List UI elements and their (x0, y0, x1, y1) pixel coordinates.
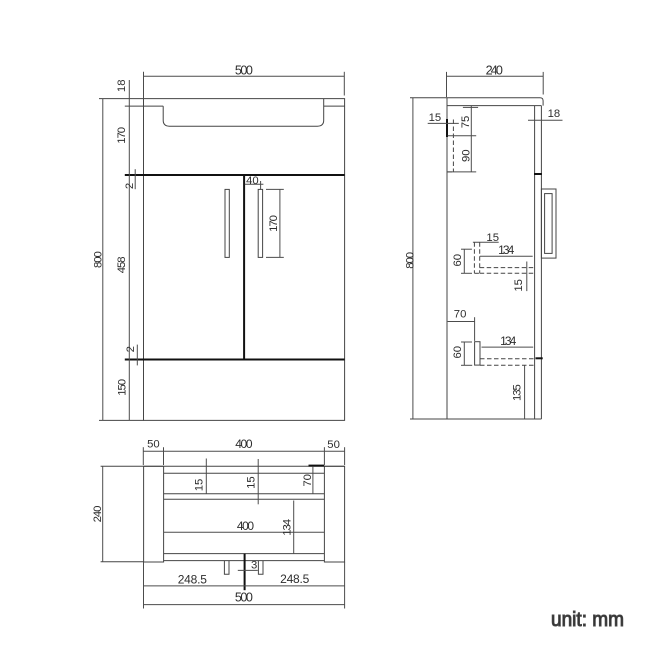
svg-text:134: 134 (498, 243, 515, 257)
svg-text:134: 134 (500, 334, 517, 348)
svg-text:70: 70 (454, 309, 467, 321)
svg-text:800: 800 (92, 251, 104, 268)
svg-text:70: 70 (302, 474, 314, 487)
svg-text:248.5: 248.5 (280, 572, 310, 586)
svg-text:500: 500 (235, 64, 253, 78)
svg-text:400: 400 (237, 519, 255, 533)
svg-text:170: 170 (268, 215, 280, 232)
svg-text:248.5: 248.5 (178, 573, 208, 587)
svg-text:400: 400 (235, 437, 253, 451)
svg-text:15: 15 (513, 279, 525, 292)
svg-text:500: 500 (235, 590, 253, 604)
svg-text:15: 15 (245, 476, 257, 489)
svg-text:240: 240 (486, 64, 503, 78)
svg-text:15: 15 (486, 232, 499, 244)
svg-text:135: 135 (511, 384, 523, 401)
svg-text:90: 90 (461, 149, 473, 162)
svg-text:15: 15 (194, 479, 206, 492)
svg-text:240: 240 (92, 506, 104, 523)
svg-text:60: 60 (452, 254, 464, 267)
svg-text:170: 170 (116, 127, 128, 144)
svg-text:2: 2 (125, 346, 137, 352)
svg-text:18: 18 (116, 80, 128, 93)
svg-text:458: 458 (116, 257, 128, 274)
svg-text:134: 134 (282, 519, 294, 536)
svg-text:3: 3 (251, 559, 257, 571)
svg-text:2: 2 (124, 183, 136, 189)
svg-text:150: 150 (117, 379, 129, 396)
svg-text:75: 75 (460, 116, 472, 129)
svg-text:60: 60 (452, 346, 464, 359)
svg-text:50: 50 (147, 439, 160, 451)
svg-text:18: 18 (548, 108, 561, 120)
svg-text:50: 50 (327, 439, 340, 451)
svg-text:40: 40 (246, 175, 259, 187)
svg-text:unit: mm: unit: mm (551, 609, 624, 631)
svg-text:15: 15 (429, 112, 442, 124)
svg-text:800: 800 (405, 252, 417, 269)
